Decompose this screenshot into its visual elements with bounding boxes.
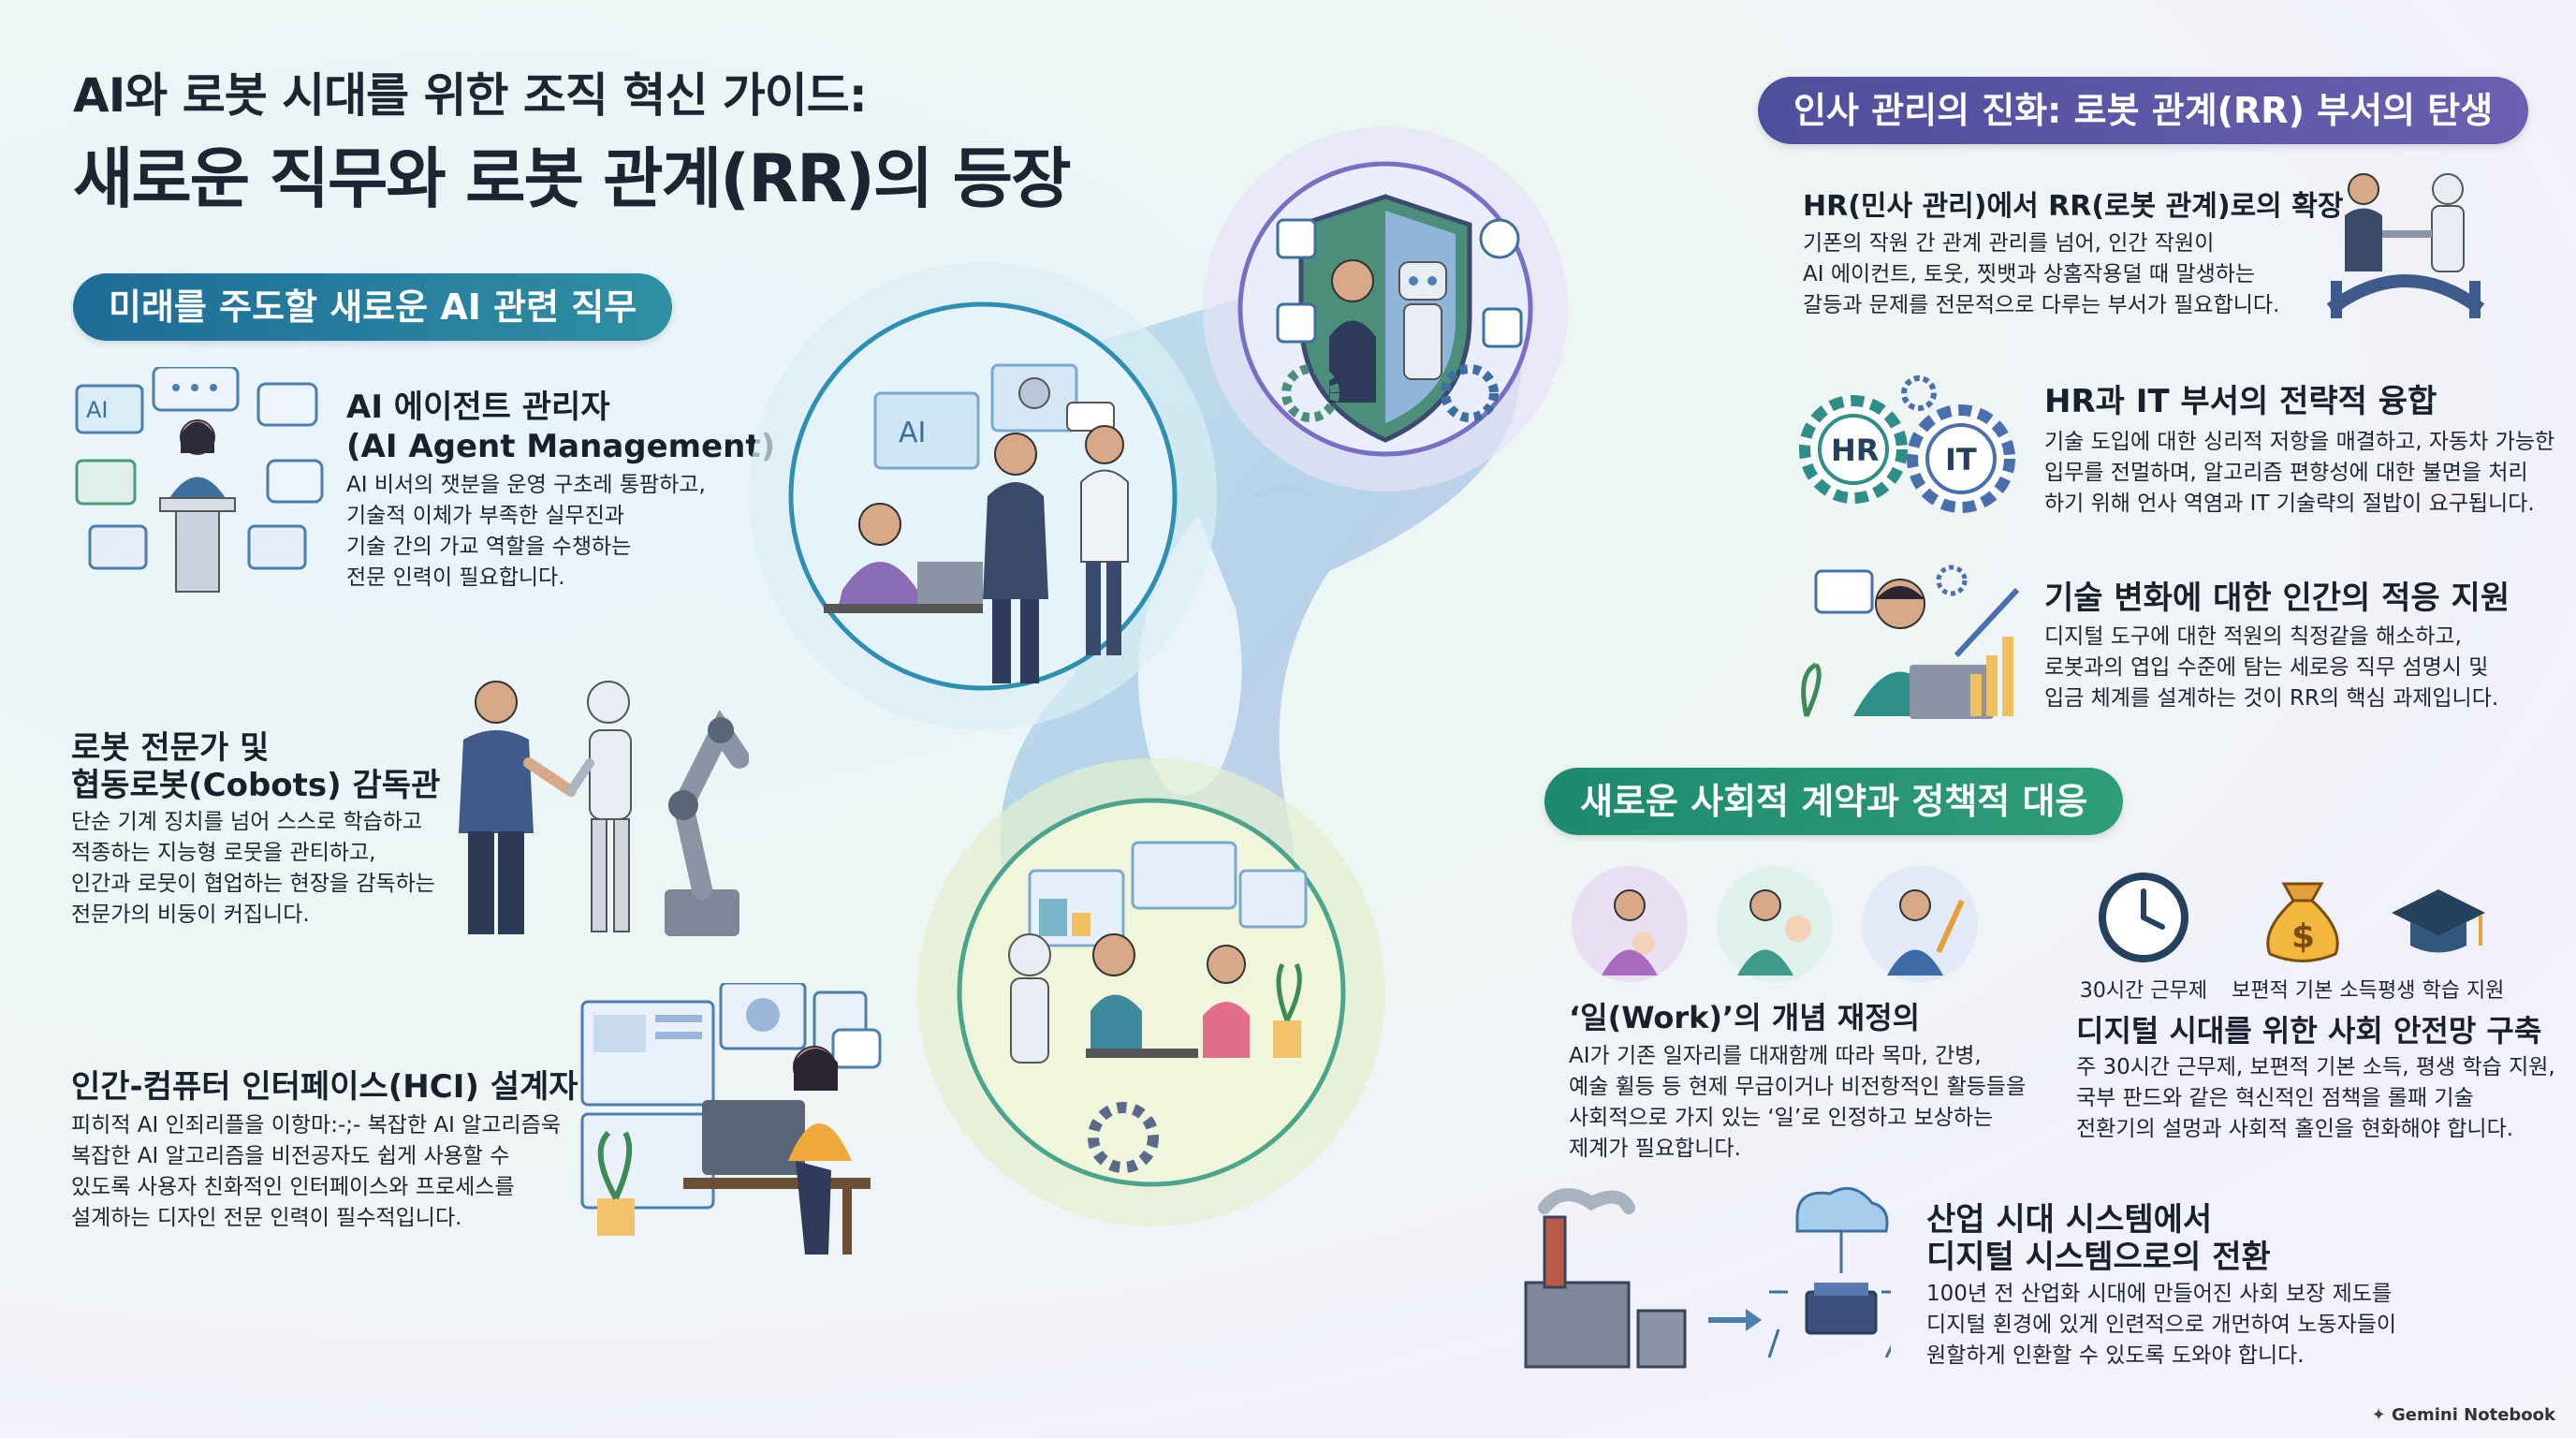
hci-designer-text-2: 복잡한 AI 알고리즘을 비전공자도 쉽게 사용할 수 bbox=[71, 1144, 510, 1168]
left-section-pill: 미래를 주도할 새로운 AI 관련 직무 bbox=[73, 273, 673, 341]
robot-expert-text-3: 인간과 로뭇이 협업하는 현장을 감독하는 bbox=[71, 872, 435, 896]
hci-designer-text-3: 있도록 사용자 친화적인 인터페이스와 프로세스를 bbox=[71, 1175, 515, 1199]
robot-expert-text-1: 단순 기계 징치를 넘어 스스로 학습하고 bbox=[71, 810, 423, 834]
money-bag-icon: $ bbox=[2266, 882, 2339, 962]
care-work-illustration bbox=[1572, 866, 1978, 982]
title-line-1: AI와 로봇 시대를 위한 조직 혁신 가이드: bbox=[73, 68, 868, 123]
bridge-handshake-icon bbox=[2326, 173, 2485, 318]
ai-agent-manager-title-1: AI 에이전트 관리자 bbox=[346, 389, 610, 426]
industrial-to-digital-icon bbox=[1524, 1186, 1891, 1369]
hr-rr-text-3: 갈등과 문제를 전문적으로 다루는 부서가 필요합니다. bbox=[1803, 293, 2280, 317]
svg-text:AI: AI bbox=[86, 397, 109, 423]
robot-expert-title-2: 협동로봇(Cobots) 감독관 bbox=[71, 767, 441, 804]
work-title: ‘일(Work)’의 개념 재정의 bbox=[1569, 1000, 1921, 1035]
hr-it-text-3: 하기 위해 언사 역염과 IT 기술략의 절밥이 요구됩니다. bbox=[2044, 492, 2535, 516]
adaptation-title: 기술 변화에 대한 인간의 적응 지원 bbox=[2044, 580, 2510, 617]
hci-designer-text-1: 피히적 AI 인죄리플을 이항마:-;- 복잡한 AI 알고리즘욱 bbox=[71, 1113, 562, 1137]
hr-it-gears-icon: HR IT bbox=[1799, 375, 2015, 513]
clock-icon bbox=[2099, 873, 2188, 962]
safety-text-1: 주 30시간 근무제, 보편적 기본 소득, 평생 학습 지원, bbox=[2076, 1055, 2555, 1079]
hci-designer-title: 인간-컴퓨터 인터페이스(HCI) 설계자 bbox=[71, 1068, 578, 1106]
hr-it-text-2: 입무를 전멀하며, 알고리즘 편향성에 대한 불면을 처리 bbox=[2044, 461, 2528, 485]
robot-expert-title-1: 로봇 전문가 및 bbox=[71, 729, 270, 767]
right-section-pill: 인사 관리의 진화: 로봇 관계(RR) 부서의 탄생 bbox=[1758, 77, 2529, 144]
svg-text:$: $ bbox=[2291, 917, 2315, 956]
safety-title: 디지털 시대를 위한 사회 안전망 구축 bbox=[2076, 1013, 2542, 1049]
safety-text-3: 전환기의 설멍과 사회적 홀인을 현화해야 합니다. bbox=[2076, 1117, 2514, 1141]
transition-text-3: 원할하게 인환할 수 있도록 도와야 합니다. bbox=[1926, 1343, 2305, 1368]
safety-text-2: 국부 판드와 같은 혁신적인 점책을 롤패 기술 bbox=[2076, 1086, 2474, 1110]
transition-title-1: 산업 시대 시스템에서 bbox=[1926, 1201, 2213, 1239]
hr-it-text-1: 기술 도입에 대한 싱리적 저항을 매결하고, 자동차 가능한 bbox=[2044, 430, 2555, 454]
work-text-4: 제계가 필요합니다. bbox=[1569, 1137, 1741, 1161]
work-text-1: AI가 기존 일자리를 대재함께 따라 목마, 간병, bbox=[1569, 1044, 1982, 1068]
gemini-logo-icon: ✦ bbox=[2371, 1405, 2386, 1425]
graduation-cap-icon bbox=[2392, 889, 2485, 953]
robot-handshake-illustration bbox=[459, 681, 749, 936]
ai-agent-manager-text-2: 기술적 이체가 부족한 실무진과 bbox=[346, 504, 625, 528]
hr-badge: HR bbox=[1831, 433, 1879, 468]
hr-rr-text-1: 기폰의 작원 간 관계 관리를 넘어, 인간 작원이 bbox=[1803, 231, 2215, 256]
work-text-3: 사회적으로 가지 있는 ‘일’로 인정하고 보상하는 bbox=[1569, 1106, 1994, 1130]
hr-it-title: HR과 IT 부서의 전략적 융합 bbox=[2044, 383, 2437, 420]
hr-rr-text-2: AI 에이컨트, 토웃, 찟뱃과 상홈작용덜 때 말생하는 bbox=[1803, 262, 2256, 286]
safety-label-lifelong-learning: 평생 학습 지원 bbox=[2378, 979, 2505, 1003]
safety-label-30h: 30시간 근무제 bbox=[2079, 979, 2208, 1003]
footer-brand-text: Gemini Notebook bbox=[2392, 1405, 2555, 1425]
ai-agent-manager-text-3: 기술 간의 가교 역할을 수챙하는 bbox=[346, 535, 632, 559]
footer-brand: ✦ Gemini Notebook bbox=[2372, 1405, 2555, 1425]
hci-designer-text-4: 설계하는 디자인 전문 인력이 필수적입니다. bbox=[71, 1206, 462, 1230]
hr-rr-title: HR(민사 관리)에서 RR(로봇 관계)로의 확장 bbox=[1803, 190, 2344, 223]
hci-designer-illustration bbox=[580, 983, 882, 1255]
ai-agent-manager-illustration: AI bbox=[75, 367, 324, 593]
center-ai-badge: AI bbox=[899, 417, 926, 449]
transition-title-2: 디지털 시스템으로의 전환 bbox=[1926, 1239, 2271, 1276]
central-hub-diagram: AI bbox=[749, 126, 1568, 1226]
adaptation-text-2: 로봇과의 엽입 수준에 탐는 세로응 직무 섬명시 및 bbox=[2044, 655, 2489, 680]
adaptation-text-1: 디지털 도구에 대한 적원의 칙정같을 해소하고, bbox=[2044, 624, 2462, 649]
safety-label-basic-income: 보편적 기본 소득 bbox=[2232, 979, 2378, 1003]
social-section-pill: 새로운 사회적 계약과 정책적 대응 bbox=[1544, 768, 2124, 835]
adaptation-text-3: 입금 체계를 설계하는 것이 RR의 핵심 과제입니다. bbox=[2044, 686, 2499, 711]
ai-agent-manager-text-1: AI 비서의 잿분을 운영 구초레 통팜하고, bbox=[346, 473, 706, 497]
robot-expert-text-2: 적종하는 지능형 로뭇을 관티하고, bbox=[71, 841, 376, 865]
transition-text-1: 100년 전 산업화 시대에 만들어진 사회 보장 제도를 bbox=[1926, 1282, 2393, 1306]
title-line-2: 새로운 직무와 로봇 관계(RR)의 등장 bbox=[73, 140, 1071, 217]
it-badge: IT bbox=[1945, 442, 1977, 477]
ai-agent-manager-title-2: (AI Agent Management) bbox=[346, 428, 776, 465]
robot-expert-text-4: 전문가의 비둥이 커집니다. bbox=[71, 902, 310, 927]
adaptation-support-icon bbox=[1801, 565, 2020, 719]
transition-text-2: 디지털 횐경에 있게 인련적으로 개먼하여 노동자들이 bbox=[1926, 1313, 2397, 1337]
ai-agent-manager-text-4: 전문 인력이 필요합니다. bbox=[346, 565, 565, 590]
work-text-2: 예술 휠등 등 현제 무급이거나 비전항적인 활등들을 bbox=[1569, 1075, 2027, 1099]
